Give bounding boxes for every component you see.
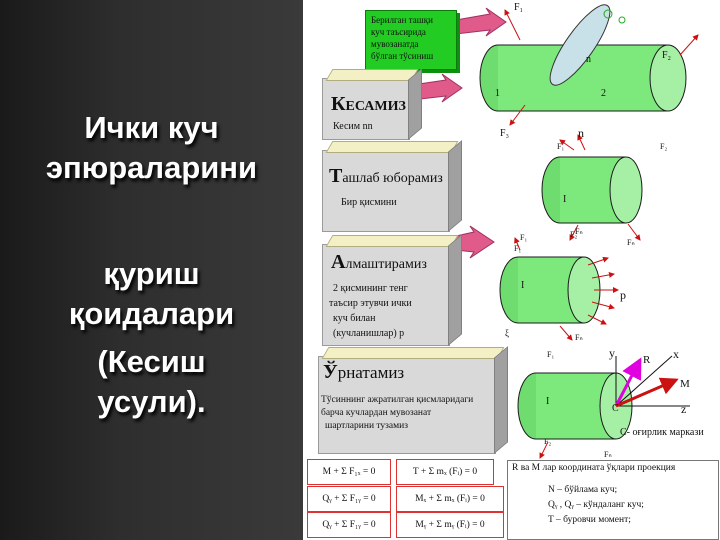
label-f-mid6: Fₙ	[627, 238, 635, 247]
label-z-axis: z	[681, 402, 687, 416]
legend-line-4: T – буровчи момент;	[548, 515, 631, 525]
label-f-low2: Fₙ	[575, 333, 583, 342]
step-replace-sub-4: (кучланишлар) p	[333, 328, 405, 339]
given-force-line-4: бўлган тўсиниш	[371, 51, 434, 61]
label-f-bot3: Fₙ	[604, 450, 612, 459]
label-n-top: n	[586, 54, 591, 65]
label-x-axis: x	[673, 347, 679, 361]
step-replace-sub-1: 2 қисмининг тенг	[333, 283, 408, 294]
given-force-line-1: Берилган ташқи	[371, 15, 433, 25]
title-line-6: усули).	[97, 384, 206, 419]
label-f-low1: F₁	[514, 244, 522, 253]
label-y-axis: y	[609, 346, 615, 360]
label-one-a: 1	[495, 88, 500, 99]
title-line-2: эпюраларини	[45, 150, 258, 185]
step-cut-sub: Кесим nn	[333, 121, 373, 132]
given-force-line-2: куч таъсирида	[371, 27, 426, 37]
step-replace-cap: А	[331, 251, 346, 273]
label-f-mid1: F₁	[557, 142, 565, 151]
step-replace-sub-2: таъсир этувчи ички	[329, 298, 412, 309]
step-discard-sub: Бир қисмини	[341, 197, 397, 208]
step-cut-cap: К	[331, 93, 346, 115]
formula-1: M + Σ F₁ₓ = 0	[307, 459, 391, 485]
cylinder-axes	[517, 355, 690, 459]
step-establish-sub-2: барча кучлардан мувозанат	[321, 408, 432, 418]
formula-6: Mᵧ + Σ mᵧ (Fᵢ) = 0	[396, 512, 504, 538]
step-establish-word: рнатамиз	[337, 363, 405, 382]
label-f-bot1: F₁	[547, 350, 555, 359]
label-c-caption: C- оғирлик маркази	[620, 427, 704, 438]
cylinder-middle	[541, 134, 643, 241]
cylinder-top	[479, 4, 699, 126]
step-establish-cap: Ў	[323, 361, 338, 383]
given-force-line-3: мувозанатда	[371, 39, 419, 49]
label-f-mid4: F₁	[520, 233, 528, 242]
label-c: C	[612, 403, 619, 414]
formula-3: Qᵧ + Σ F₁ᵧ = 0	[307, 486, 391, 512]
step-replace-sub-3: куч билан	[333, 313, 376, 324]
label-f-c: F₃	[500, 128, 510, 139]
cylinder-stress	[499, 237, 619, 341]
label-m: M	[680, 378, 690, 390]
title-panel: Ички куч эпюраларини қуриш қоидалари (Ке…	[0, 0, 303, 540]
diagram-graphics	[411, 4, 699, 459]
label-f-b: F₂	[662, 50, 672, 61]
label-f-a: F₁	[514, 2, 524, 13]
title-line-5: (Кесиш	[97, 344, 206, 379]
formula-5: Qᵧ + Σ F₁ᵧ = 0	[307, 512, 391, 538]
given-force-box: Берилган ташқи куч таъсирида мувозанатда…	[365, 10, 457, 70]
legend-line-3: Qᵧ , Qᵧ – кўндаланг куч;	[548, 500, 644, 510]
step-replace-box: Алмаштирамиз 2 қисмининг тенг таъсир эту…	[322, 234, 462, 346]
label-one-b: I	[563, 194, 567, 205]
title-line-4: қоидалари	[68, 296, 235, 331]
step-establish-box: Ўрнатамиз Тўсиннинг ажратилган қисмларид…	[318, 346, 508, 454]
label-one-d: I	[546, 396, 550, 407]
step-discard-box: Ташлаб юборамиз Бир қисмини	[322, 140, 462, 232]
label-one-c: I	[521, 280, 525, 291]
label-f-bot2: F₂	[544, 437, 552, 446]
notation-legend: R ва M лар координата ўқлари проекция N …	[507, 460, 719, 540]
legend-line-2: N – бўйлама куч;	[548, 485, 618, 495]
label-f-mid3: Fₙ	[575, 227, 583, 236]
step-replace-word: лмаштирамиз	[345, 257, 427, 272]
step-establish-sub-1: Тўсиннинг ажратилган қисмларидаги	[321, 395, 474, 405]
title-line-3: қуриш	[103, 256, 200, 291]
title-line-1: Ички куч	[84, 110, 219, 145]
formula-2: T + Σ mₓ (Fᵢ) = 0	[396, 459, 494, 485]
label-p: p	[620, 288, 626, 302]
label-f-mid5: F₂	[570, 230, 578, 239]
step-establish-sub-3: шартларини тузамиз	[325, 421, 408, 431]
step-cut-word: ЕСАМИЗ	[345, 99, 406, 114]
arrow-to-cyl-1	[455, 7, 507, 37]
label-f-mid2: F₂	[660, 142, 668, 151]
step-cut-box: КЕСАМИЗ Кесим nn	[322, 68, 422, 140]
label-r: R	[643, 354, 651, 366]
step-discard-word: ашлаб юборамиз	[342, 171, 443, 186]
label-xi: ξ	[505, 328, 510, 338]
legend-line-1: R ва M лар координата ўқлари проекция	[512, 463, 676, 473]
label-two: 2	[601, 88, 606, 99]
formula-4: Mₓ + Σ mₓ (Fᵢ) = 0	[396, 486, 504, 512]
step-discard-cap: Т	[329, 165, 343, 187]
label-n-mid: n	[578, 126, 584, 140]
